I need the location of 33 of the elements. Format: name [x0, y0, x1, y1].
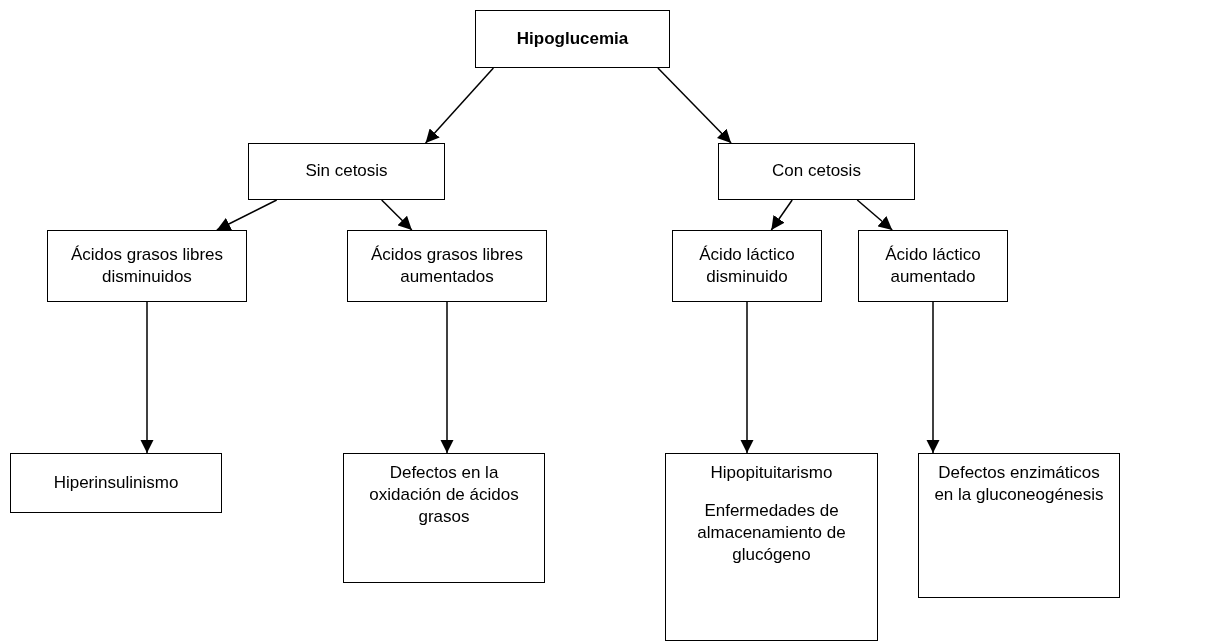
box-text: Ácido láctico aumentado	[884, 243, 982, 288]
box-text: Sin cetosis	[305, 160, 388, 183]
box-text: Enfermedades de almacenamiento de glucógeno	[696, 500, 847, 567]
process-box	[475, 10, 670, 68]
process-box	[718, 143, 915, 200]
arrow	[424, 67, 495, 144]
box-text: Ácidos grasos libres disminuidos	[69, 243, 225, 288]
box-text: Defectos enzimáticos en la gluconeogénesis	[933, 462, 1105, 507]
process-box	[858, 230, 1008, 302]
box-text: Hipopituitarismo	[710, 462, 833, 484]
arrow	[740, 301, 754, 454]
process-box	[672, 230, 822, 302]
process-box	[343, 453, 545, 583]
box-text: Ácidos grasos libres aumentados	[369, 243, 525, 288]
box-text: Hiperinsulinismo	[53, 471, 179, 494]
process-box	[10, 453, 222, 513]
arrow	[770, 199, 793, 231]
arrow	[856, 199, 893, 231]
arrow	[657, 67, 732, 144]
arrow	[140, 301, 154, 454]
arrow	[216, 199, 278, 231]
box-text: Defectos en la oxidación de ácidos grasos	[368, 462, 520, 529]
arrow	[440, 301, 454, 454]
arrow	[926, 301, 940, 454]
box-text: Ácido láctico disminuido	[698, 243, 796, 288]
process-box	[918, 453, 1120, 598]
process-box	[347, 230, 547, 302]
box-text: Hipoglucemia	[516, 27, 629, 50]
process-box	[248, 143, 445, 200]
process-box	[47, 230, 247, 302]
box-text: Con cetosis	[772, 160, 861, 183]
process-box	[665, 453, 878, 641]
arrow	[380, 199, 413, 231]
